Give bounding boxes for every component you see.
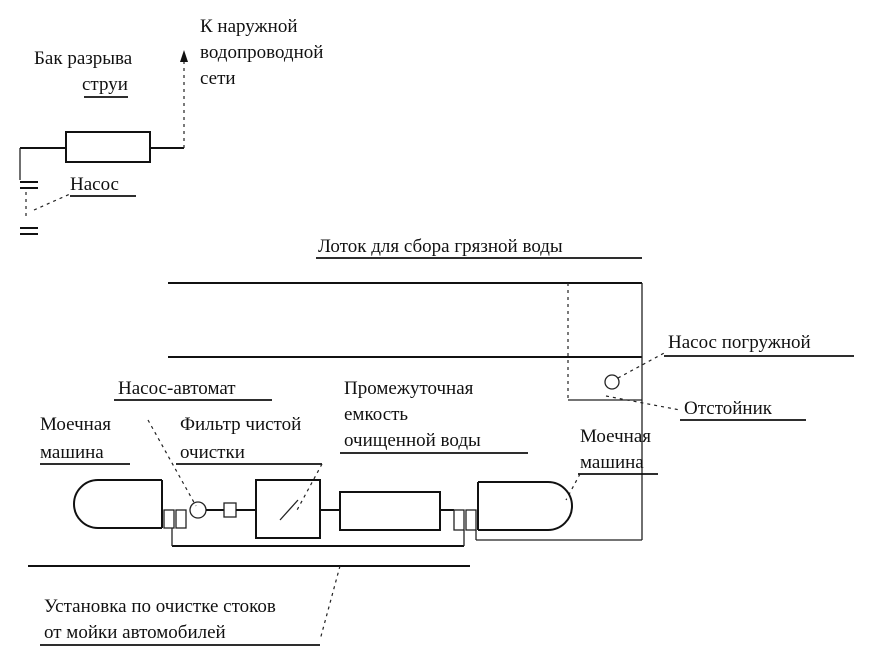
label-tank-line1: Бак разрыва <box>34 48 133 69</box>
break-tank <box>65 131 151 163</box>
label-settler: Отстойник <box>684 398 773 419</box>
label-washer-right-line2: машина <box>580 452 644 473</box>
label-intermediate-line2: емкость <box>344 404 408 425</box>
label-network-line2: водопроводной <box>200 42 323 63</box>
pump-leader <box>33 193 71 211</box>
label-auto-pump: Насос-автомат <box>118 378 236 399</box>
label-install-line1: Установка по очистке стоков <box>44 596 276 617</box>
label-intermediate-line3: очищенной воды <box>344 430 481 451</box>
fine-filter <box>255 479 321 539</box>
label-filter-line1: Фильтр чистой <box>180 414 301 435</box>
label-install-line2: от мойки автомобилей <box>44 622 226 643</box>
pump-symbol <box>20 181 38 235</box>
label-intermediate-line1: Промежуточная <box>344 378 474 399</box>
label-filter-line2: очистки <box>180 442 245 463</box>
arrow-up-icon <box>180 50 188 62</box>
auto-pump <box>189 501 207 519</box>
submersible-pump <box>604 374 620 390</box>
label-washer-right-line1: Моечная <box>580 426 651 447</box>
label-tank-line2: струи <box>82 74 128 95</box>
label-submersible-pump: Насос погружной <box>668 332 811 353</box>
break-tank-assembly <box>19 50 188 235</box>
intermediate-tank <box>339 491 441 531</box>
label-tray: Лоток для сбора грязной воды <box>318 236 563 257</box>
settler <box>567 283 642 401</box>
label-washer-left-line1: Моечная <box>40 414 111 435</box>
label-pump: Насос <box>70 174 119 195</box>
label-washer-left-line2: машина <box>40 442 104 463</box>
washing-machine-right <box>478 481 573 531</box>
label-network-line1: К наружной <box>200 16 298 37</box>
label-network-line3: сети <box>200 68 236 89</box>
tray-channel <box>168 282 643 540</box>
washing-machine-left <box>73 479 162 529</box>
